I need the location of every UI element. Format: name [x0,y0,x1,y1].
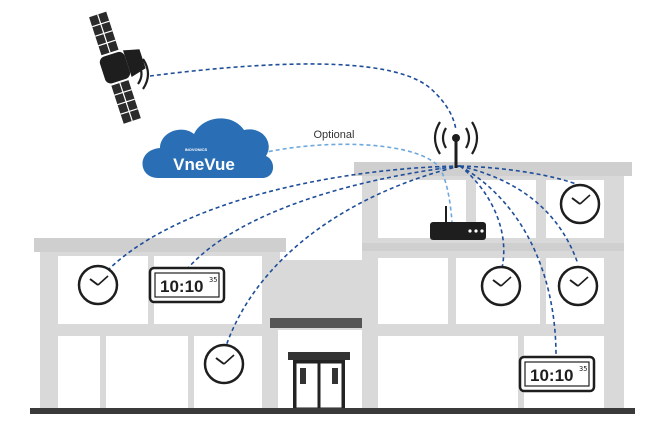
analog-clock-icon [480,265,522,307]
cloud-brand-super: INOVONICS [185,147,208,152]
link-clock-2 [225,165,461,347]
link-cloud [261,143,453,223]
cloud-icon: INOVONICS VneVue [142,118,274,178]
link-digital-2 [459,165,557,357]
analog-clock-icon [203,343,245,385]
link-satellite [149,63,457,131]
antenna-icon [433,121,479,168]
link-clock-3 [459,165,505,269]
analog-clock-icon [559,183,601,225]
ground-line [30,408,635,414]
link-clock-4 [459,165,579,265]
analog-clock-icon [77,264,119,306]
digital-clock-icon: 10:10 35 [518,355,596,393]
digital-clock-2-seconds: 35 [579,365,587,373]
door-icon [288,352,350,410]
optional-label: Optional [314,129,355,141]
digital-clock-1-seconds: 35 [209,276,217,284]
satellite-icon [89,11,146,124]
digital-clock-icon: 10:10 35 [148,266,226,304]
router-icon [430,206,486,240]
link-clock-1 [107,165,461,271]
digital-clock-2-time: 10:10 [530,366,573,385]
satellite-signal-icon [137,58,150,90]
link-digital-1 [187,165,461,269]
digital-clock-1-time: 10:10 [160,277,203,296]
analog-clock-icon [557,265,599,307]
cloud-brand-label: VneVue [173,155,235,174]
